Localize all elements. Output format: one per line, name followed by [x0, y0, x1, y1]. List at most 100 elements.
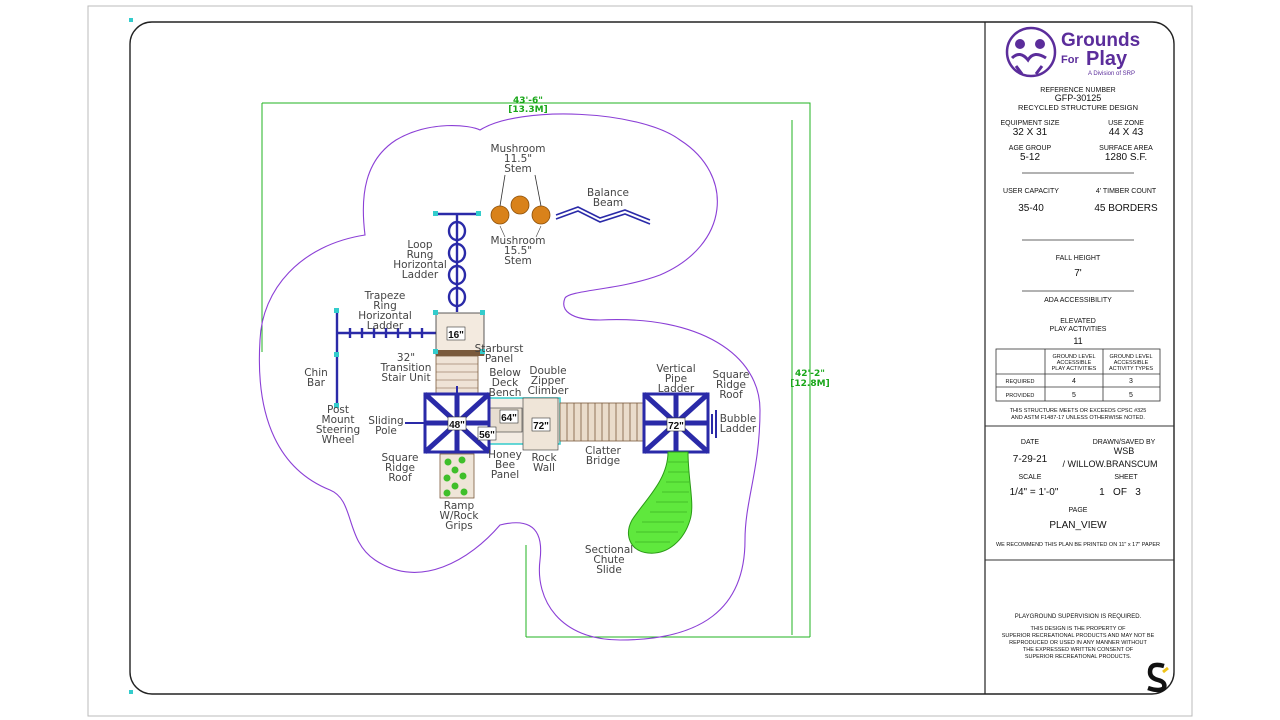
table-col1-line2: ACCESSIBLE — [1057, 360, 1092, 366]
label-line: Slide — [596, 564, 622, 576]
reference-label: REFERENCE NUMBER — [1040, 87, 1115, 94]
label-line: Pole — [375, 425, 397, 437]
label-line: Ring — [373, 300, 397, 312]
brand-tagline: A Division of SRP — [1088, 71, 1135, 77]
row-required-label: REQUIRED — [1005, 379, 1034, 385]
table-col2-line3: ACTIVITY TYPES — [1109, 366, 1153, 372]
mushroom-icon — [510, 195, 530, 215]
ada-label: ADA ACCESSIBILITY — [1044, 297, 1112, 304]
label-line: Square — [713, 369, 750, 381]
label-line: Post — [327, 404, 349, 416]
label-line: Panel — [491, 469, 519, 481]
row-required-a: 4 — [1072, 378, 1076, 385]
compliance-1: THIS STRUCTURE MEETS OR EXCEEDS CPSC #32… — [1010, 408, 1147, 414]
label-line: Rock — [531, 452, 557, 464]
scale-label: SCALE — [1019, 474, 1042, 481]
row-provided-a: 5 — [1072, 392, 1076, 399]
label-line: Sliding — [368, 415, 403, 427]
deck-height-16: 16" — [448, 330, 464, 341]
label-line: Panel — [485, 353, 513, 365]
design-name: RECYCLED STRUCTURE DESIGN — [1018, 103, 1138, 112]
post-marker — [334, 352, 339, 357]
surface-area-label: SURFACE AREA — [1099, 145, 1153, 152]
label-line: Chin — [304, 367, 328, 379]
post-marker — [480, 310, 485, 315]
timber-count: 45 BORDERS — [1094, 203, 1158, 214]
sectional-chute-slide — [628, 451, 693, 554]
label-line: W/Rock — [439, 510, 479, 522]
label-line: Horizontal — [358, 310, 412, 322]
label-line: Ladder — [367, 320, 404, 332]
drawing-frame — [129, 21, 1175, 695]
label-line: Wall — [533, 462, 555, 474]
label-line: Ladder — [658, 383, 695, 395]
label-line: Climber — [528, 385, 570, 397]
deck-height-64: 64" — [501, 413, 517, 424]
label-line: Pipe — [665, 373, 687, 385]
use-zone-boundary — [258, 113, 761, 641]
label-line: Stem — [504, 255, 531, 267]
date-label: DATE — [1021, 439, 1039, 446]
label-line: Mushroom — [490, 143, 545, 155]
label-line: Deck — [492, 377, 519, 389]
label-line: Clatter — [585, 445, 621, 457]
height-dimension: 42'-2" — [795, 369, 825, 379]
superior-logo — [1147, 662, 1169, 693]
post-marker — [433, 349, 438, 354]
trapeze-ring-ladder — [335, 310, 437, 405]
use-zone: 44 X 43 — [1109, 127, 1144, 138]
post-marker — [476, 211, 481, 216]
label-line: 11.5" — [504, 153, 532, 165]
deck-height-72a: 72" — [533, 421, 549, 432]
square-ridge-roof-left — [423, 392, 491, 454]
property-line-4: THE EXPRESSED WRITTEN CONSENT OF — [1023, 647, 1134, 653]
post-marker — [334, 308, 339, 313]
elevated-label-1: ELEVATED — [1060, 318, 1096, 325]
width-dimension: 43'-6" — [513, 96, 543, 106]
label-line: Roof — [719, 389, 743, 401]
frame-corner-marker — [129, 690, 133, 694]
user-capacity: 35-40 — [1018, 203, 1044, 214]
label-line: Ladder — [402, 269, 439, 281]
dimension-lines — [261, 102, 811, 638]
post-marker — [433, 211, 438, 216]
label-line: 32" — [397, 352, 415, 364]
label-line: Beam — [593, 197, 623, 209]
label-line: Ladder — [720, 423, 757, 435]
age-group: 5-12 — [1020, 152, 1040, 163]
user-capacity-label: USER CAPACITY — [1003, 188, 1059, 195]
reference-number: GFP-30125 — [1055, 93, 1102, 103]
deck-height-72b: 72" — [668, 421, 684, 432]
label-line: Zipper — [531, 375, 566, 387]
age-group-label: AGE GROUP — [1009, 145, 1052, 152]
label-line: Bubble — [720, 413, 757, 425]
bubble-ladder — [711, 410, 717, 438]
loop-rung-ladder — [437, 212, 477, 312]
timber-count-label: 4' TIMBER COUNT — [1096, 188, 1157, 195]
post-marker — [480, 349, 485, 354]
post-marker — [433, 310, 438, 315]
drawn-label: DRAWN/SAVED BY — [1093, 439, 1156, 446]
label-line: Ridge — [716, 379, 746, 391]
elevated-count: 11 — [1073, 336, 1082, 346]
table-col1-line3: PLAY ACTIVITIES — [1052, 366, 1097, 372]
label-line: Mushroom — [490, 235, 545, 247]
label-line: Wheel — [322, 434, 355, 446]
brand-for: For — [1061, 54, 1079, 66]
